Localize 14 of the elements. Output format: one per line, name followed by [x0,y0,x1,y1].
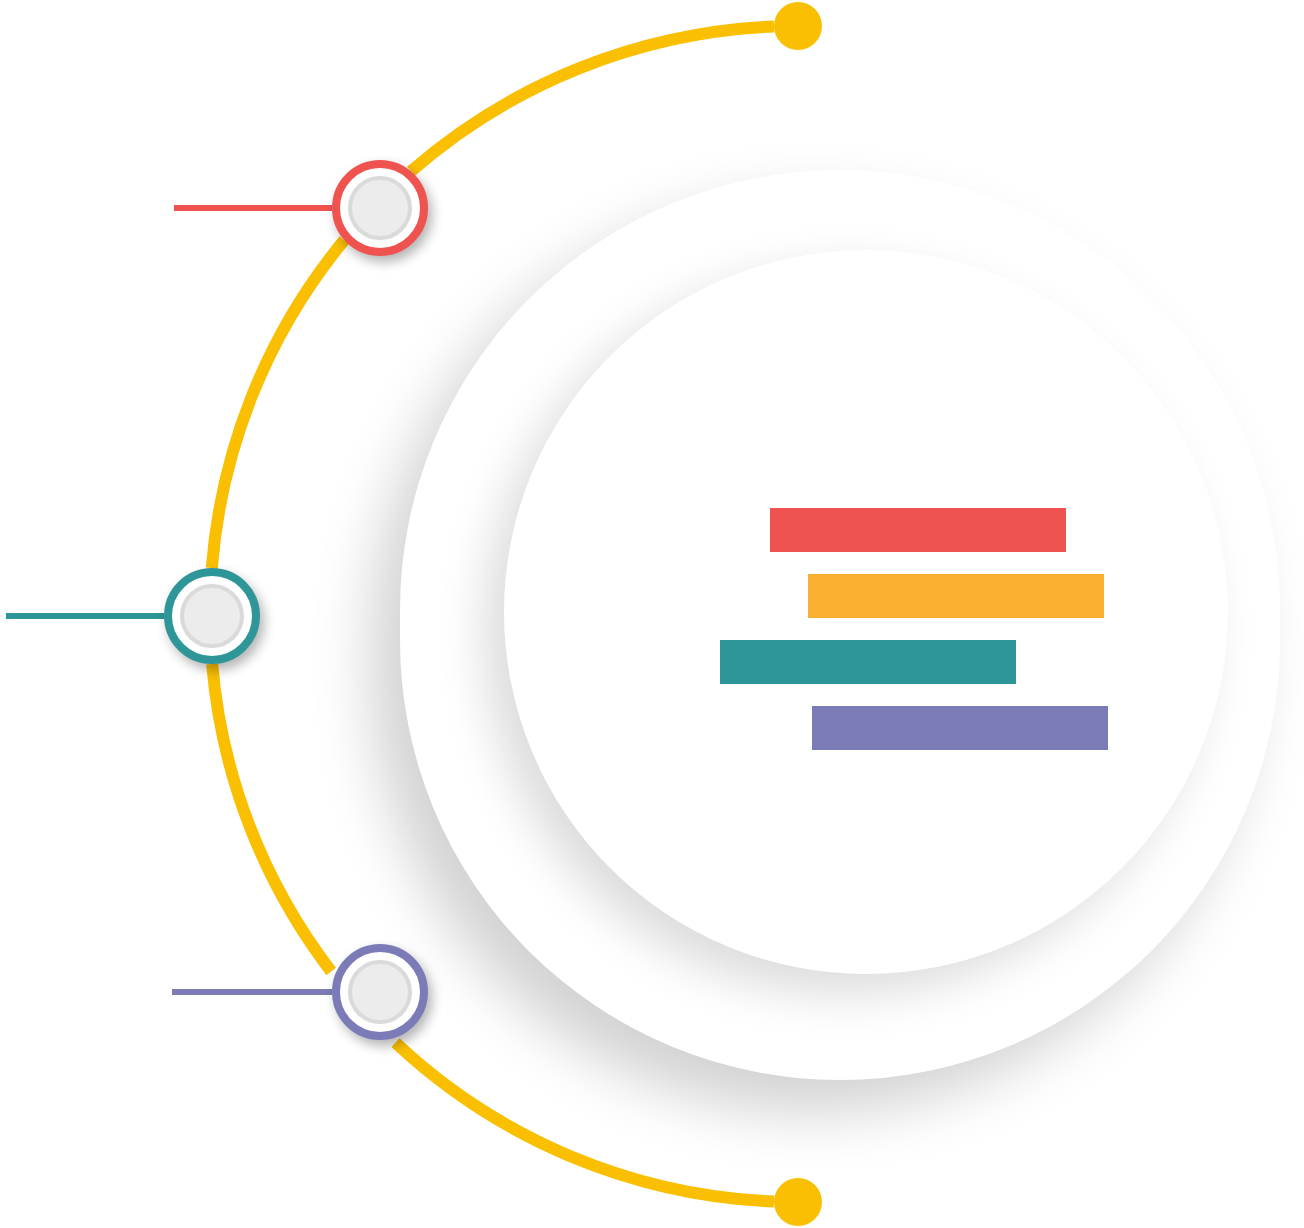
color-bar [770,508,1066,552]
arc-connector [391,1038,775,1208]
ring-marker [332,944,428,1040]
leader-line [172,989,332,995]
color-bar [720,640,1016,684]
color-bar [812,706,1108,750]
leader-line [174,205,332,211]
arc-connector [205,236,350,569]
ring-marker [164,568,260,664]
arc-connector [407,20,775,177]
color-bar [808,574,1104,618]
arc-connector [206,663,337,975]
leader-line [6,613,164,619]
ring-marker [332,160,428,256]
